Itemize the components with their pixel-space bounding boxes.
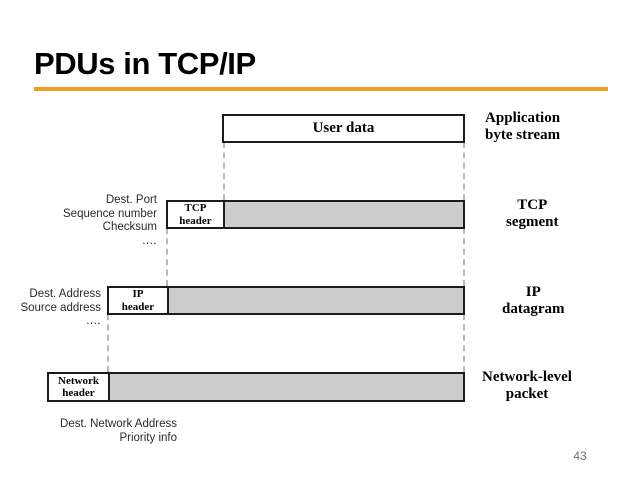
- network-header-label-line2: header: [62, 387, 95, 399]
- network-payload-cell: [110, 374, 463, 400]
- stage-label-tcp-line2: segment: [506, 214, 559, 230]
- title-underline-rule: [34, 87, 608, 91]
- tcp-header-cell: TCP header: [168, 202, 225, 227]
- page-number: 43: [573, 449, 587, 463]
- ip-header-label-line1: IP: [132, 288, 144, 300]
- page-title: PDUs in TCP/IP: [34, 46, 256, 81]
- ip-header-label-line2: header: [121, 300, 155, 313]
- annotation-network-field-0: Dest. Network Address: [60, 418, 177, 430]
- annotation-tcp-field-2: Checksum: [102, 221, 157, 233]
- stage-label-application-line1: Application: [485, 110, 561, 126]
- tcp-payload-cell: [225, 202, 463, 227]
- row-application-user-data: User data: [222, 114, 465, 143]
- row-ip-datagram: IP header: [107, 286, 465, 315]
- stage-label-ip: IP datagram: [502, 284, 565, 318]
- connector-dash-left-network: [107, 314, 109, 372]
- stage-label-tcp-line1: TCP: [517, 197, 548, 213]
- row-tcp-segment: TCP header: [166, 200, 465, 229]
- network-header-label-line1: Network: [58, 374, 99, 387]
- stage-label-ip-line2: datagram: [502, 301, 565, 317]
- annotation-tcp-field-1: Sequence number: [63, 207, 157, 220]
- annotation-ip-field-0: Dest. Address: [29, 288, 101, 300]
- user-data-cell: User data: [224, 116, 463, 141]
- stage-label-application-line2: byte stream: [485, 127, 561, 143]
- annotation-ip-header-fields: Dest. Address Source address ....: [0, 288, 101, 329]
- ip-payload-cell: [169, 288, 463, 313]
- connector-dash-right-tcp: [463, 142, 465, 200]
- connector-dash-left-ip: [166, 228, 168, 286]
- annotation-ip-field-1: Source address: [20, 301, 101, 314]
- annotation-tcp-field-0: Dest. Port: [105, 194, 157, 206]
- network-header-cell: Network header: [49, 374, 110, 400]
- tcp-header-label-line1: TCP: [184, 202, 207, 214]
- annotation-tcp-header-fields: Dest. Port Sequence number Checksum ....: [0, 194, 157, 248]
- annotation-network-header-fields: Dest. Network Address Priority info: [0, 418, 177, 445]
- stage-label-ip-line1: IP: [525, 284, 541, 300]
- ip-header-cell: IP header: [109, 288, 169, 313]
- annotation-ip-field-2: ....: [86, 315, 101, 327]
- stage-label-network-line2: packet: [505, 386, 549, 402]
- connector-dash-left-tcp: [223, 142, 225, 200]
- stage-label-tcp: TCP segment: [506, 197, 559, 231]
- stage-label-network-line1: Network-level: [482, 369, 572, 385]
- connector-dash-right-network: [463, 314, 465, 372]
- annotation-network-field-1: Priority info: [119, 431, 177, 444]
- connector-dash-right-ip: [463, 228, 465, 286]
- annotation-tcp-field-3: ....: [142, 234, 157, 247]
- tcp-header-label-line2: header: [179, 214, 212, 227]
- stage-label-network: Network-level packet: [482, 369, 572, 403]
- row-network-level-packet: Network header: [47, 372, 465, 402]
- stage-label-application: Application byte stream: [485, 110, 560, 144]
